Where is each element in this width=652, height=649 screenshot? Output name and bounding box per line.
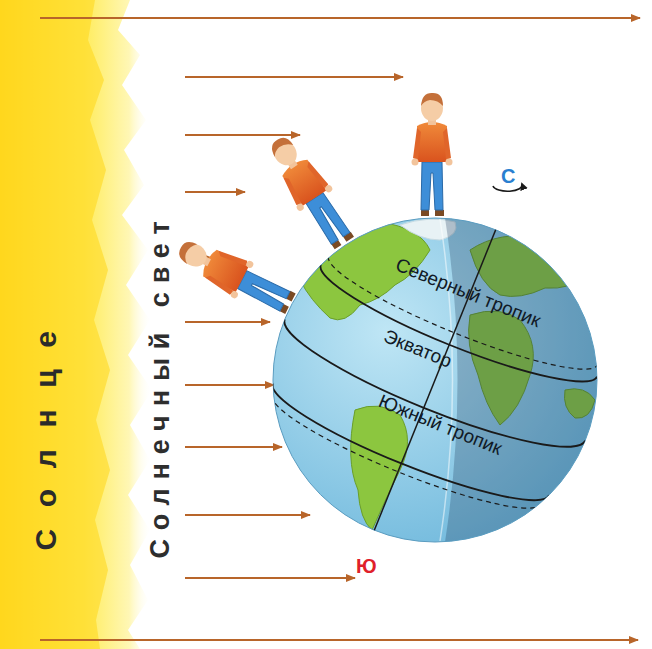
sunlight-label: Солнечный свет: [147, 212, 174, 558]
sun-label: Солнце: [31, 309, 61, 550]
observer-figures: [171, 93, 452, 322]
sun-glow: [0, 0, 152, 649]
globe: [222, 157, 651, 596]
pole-label: С: [501, 166, 515, 186]
pole-label: Ю: [356, 556, 377, 576]
sunlight-arrows: [40, 18, 640, 640]
